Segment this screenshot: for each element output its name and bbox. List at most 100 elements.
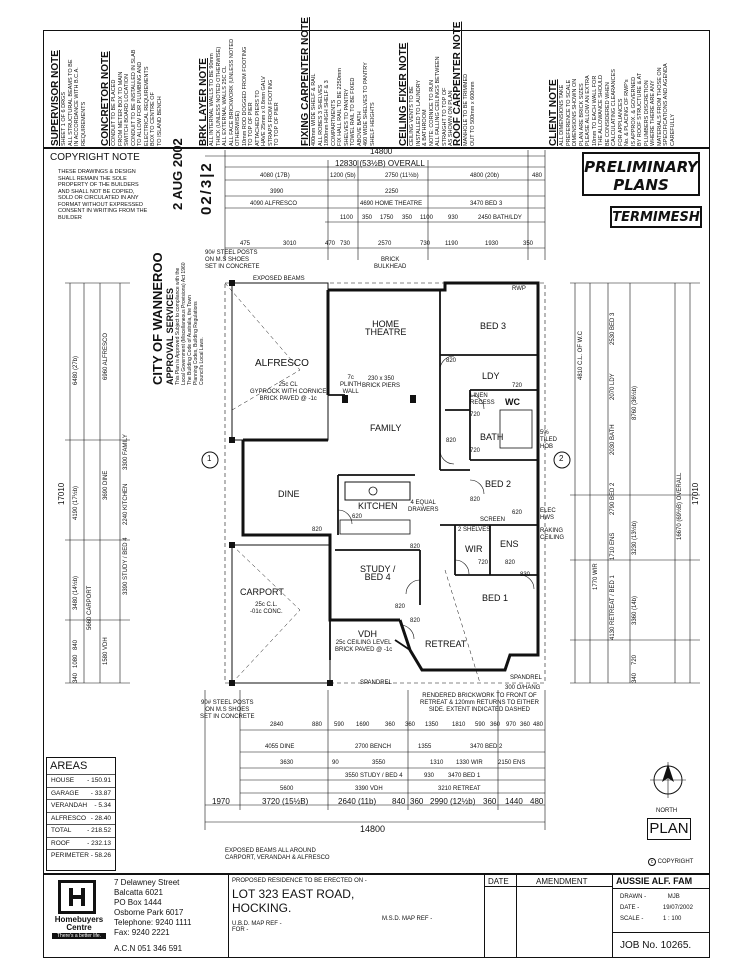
- areas-row: HOUSE- 150.91: [47, 774, 115, 787]
- dim-overall-width-top: 14800: [370, 147, 393, 156]
- dim-label: 3230 (13½b): [632, 520, 638, 555]
- termimesh-stamp: TERMIMESH: [610, 206, 702, 228]
- dim-label: 350: [523, 241, 534, 247]
- dim-label: 2640 (11b): [338, 797, 377, 806]
- exposed-beams-label: EXPOSED BEAMS: [253, 276, 305, 282]
- logo-icon: [58, 880, 96, 914]
- copyright-note-body: THESE DRAWINGS & DESIGN SHALL REMAIN THE…: [50, 169, 210, 221]
- wall-segment: [328, 281, 540, 370]
- wall-segment: [241, 440, 332, 548]
- area-value: - 218.52: [87, 827, 111, 835]
- roof-hip-line: [231, 609, 301, 684]
- dim-label: 1350: [425, 722, 439, 728]
- dim-label: 1690: [356, 722, 370, 728]
- screen-label: SCREEN: [480, 517, 506, 523]
- room-alfresco: ALFRESCO: [255, 358, 309, 369]
- copyright-icon: c: [648, 858, 656, 866]
- room-carport: CARPORT: [240, 587, 284, 597]
- note-line: BUILDER: [58, 214, 82, 221]
- steel-post: [229, 437, 235, 443]
- dim-label: 350: [362, 215, 373, 221]
- date-label: DATE -: [620, 905, 640, 911]
- linen-recess-label: LINEN RECESS: [470, 393, 495, 406]
- amendment-header-rule: [484, 886, 612, 887]
- room-bed-3: BED 3: [480, 321, 507, 331]
- copyright-mark-text: COPYRIGHT: [657, 859, 694, 865]
- dim-label: 1355: [418, 744, 432, 750]
- wall-segment: [328, 548, 400, 622]
- door-size-label: 830: [520, 572, 531, 578]
- dim-label: 2450 BATH/LDY: [478, 215, 522, 221]
- dim-label: 350: [402, 215, 413, 221]
- dim-label: 470: [325, 241, 336, 247]
- dim-label: 720: [632, 654, 638, 665]
- address-line: Osborne Park 6017: [114, 908, 184, 917]
- proposed-label: PROPOSED RESIDENCE TO BE ERECTED ON -: [232, 878, 367, 884]
- job-label: JOB No.: [620, 940, 658, 951]
- dim-label: 3390 VDH: [355, 786, 383, 792]
- areas-table: AREAS HOUSE- 150.91 GARAGE- 33.87 VERAND…: [46, 757, 116, 871]
- dim-label: 360: [490, 722, 501, 728]
- kitchen-sink: [368, 486, 378, 496]
- dim-label: 730: [420, 241, 431, 247]
- area-label: ROOF: [51, 839, 70, 847]
- door-size-label: 820: [410, 618, 421, 624]
- door-swing: [469, 479, 485, 495]
- door-swing: [337, 509, 353, 525]
- title-block: [43, 874, 710, 958]
- dim-label: 360: [410, 797, 424, 806]
- room-family: FAMILY: [370, 423, 402, 433]
- dim-label: 4690 HOME THEATRE: [360, 201, 423, 207]
- dim-label: 970: [506, 722, 517, 728]
- door-size-label: 820: [410, 544, 421, 550]
- dim-label: 3630: [280, 760, 294, 766]
- room-bed-1: BED 1: [482, 593, 509, 603]
- spandrel-label: SPANDREL: [360, 680, 392, 686]
- steel-posts-note-bottom: 90# STEEL POSTS ON M.S SHOES SET IN CONC…: [200, 700, 255, 720]
- door-size-label: 820: [395, 604, 406, 610]
- note-line: FORMAT WITHOUT EXPRESSED: [58, 201, 143, 208]
- dim-label: 16670 (69½B) OVERALL: [677, 472, 683, 540]
- job-value: 10265.: [660, 940, 692, 951]
- area-value: - 28.40: [90, 814, 111, 822]
- dim-label: 5660 CARPORT: [87, 585, 93, 630]
- exposed-beams-around-note: EXPOSED BEAMS ALL AROUND CARPORT, VERAND…: [225, 848, 330, 861]
- dim-label: 1100: [340, 215, 353, 221]
- dim-overall-width-bottom: 14800: [360, 824, 386, 834]
- room-retreat: RETREAT: [425, 639, 467, 649]
- amendment-column-header: AMENDMENT: [536, 877, 588, 886]
- preliminary-plans-text: PRELIMINARY PLANS: [584, 158, 698, 194]
- dim-label: 1100: [420, 215, 433, 221]
- dim-label: 880: [312, 722, 323, 728]
- dim-label: 5600: [280, 786, 294, 792]
- address-line: Fax: 9240 2221: [114, 928, 170, 937]
- door-size-label: 820: [446, 358, 457, 364]
- section-marker-1: [201, 451, 219, 469]
- dim-label: 3300 FAMILY: [123, 434, 129, 470]
- lot-address: LOT 323 EAST ROAD,: [232, 887, 355, 901]
- door-size-label: 720: [470, 412, 481, 418]
- title-divider: [612, 874, 613, 958]
- for-label: FOR -: [232, 927, 249, 933]
- title-divider: [228, 874, 229, 958]
- dim-label: 1310: [430, 760, 444, 766]
- notes-strip: [43, 30, 710, 148]
- dim-label: 3470 BED 3: [470, 201, 503, 207]
- areas-row: GARAGE- 33.87: [47, 786, 115, 800]
- room-dine: DINE: [278, 489, 300, 499]
- door-swing: [519, 574, 535, 590]
- area-label: TOTAL: [51, 827, 72, 835]
- door-swing: [439, 355, 455, 371]
- roof-hip-line: [444, 569, 481, 684]
- dim-label: 6960 ALFRESCO: [103, 332, 109, 380]
- dim-label: 3480 (14½b): [73, 575, 79, 610]
- dim-label: 3990: [270, 189, 284, 195]
- dim-label: 3470 BED 1: [448, 773, 481, 779]
- door-size-label: 620: [352, 514, 363, 520]
- title-divider: [516, 874, 517, 958]
- dim-label: 4130 RETREAT / BED 1: [610, 575, 616, 640]
- note-line: PROPERTY OF THE BUILDERS: [58, 182, 139, 188]
- roof-hip-line: [231, 369, 301, 411]
- room-kitchen: KITCHEN: [358, 501, 398, 511]
